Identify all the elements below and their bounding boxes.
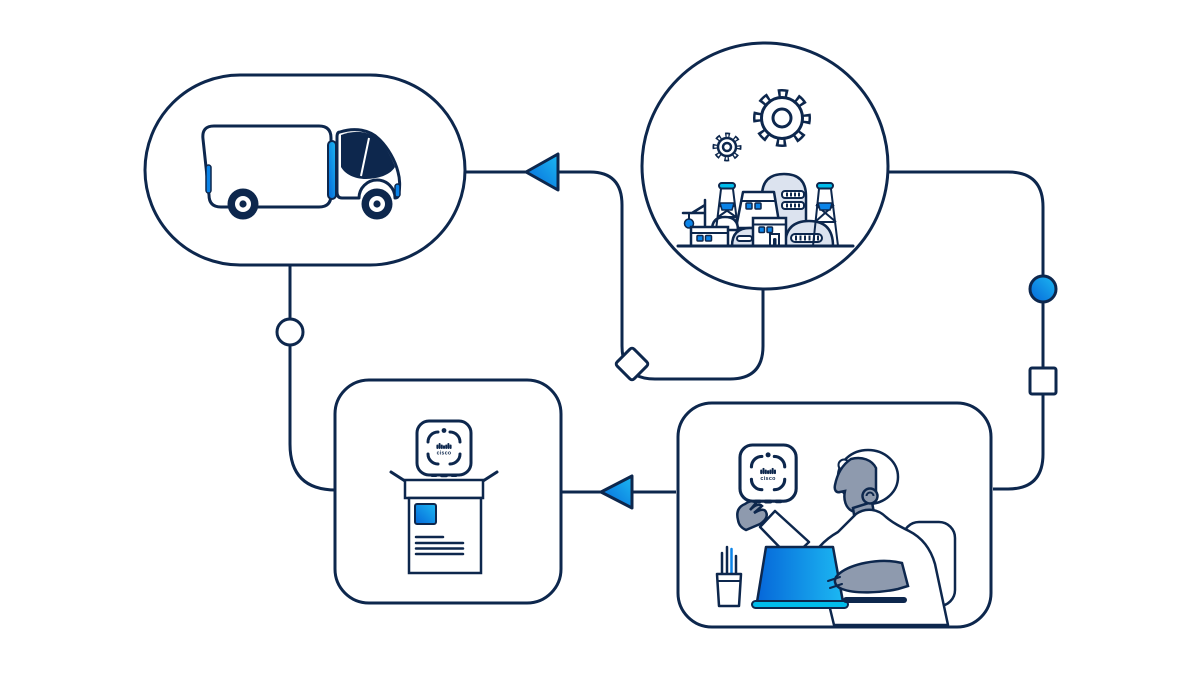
open-box-icon bbox=[389, 470, 499, 575]
connector-customer-to-unboxing bbox=[562, 474, 676, 510]
box-lid bbox=[403, 478, 485, 500]
arrow-left-icon bbox=[599, 474, 634, 510]
factory-right-dome bbox=[783, 219, 835, 248]
connector-truck-to-unboxing bbox=[275, 265, 338, 492]
truck-windshield bbox=[341, 131, 395, 179]
delivery-truck-icon bbox=[201, 124, 402, 220]
keyboard-strip bbox=[843, 597, 907, 603]
laptop-base bbox=[751, 600, 849, 609]
box-flap-left bbox=[389, 470, 407, 483]
node-unboxing: cisco bbox=[333, 378, 563, 605]
truck-rear-accent bbox=[205, 164, 212, 194]
windshield-divider bbox=[360, 137, 370, 177]
box-flap-right bbox=[481, 470, 499, 483]
filled-circle-junction bbox=[1028, 274, 1058, 304]
factory-mid-building bbox=[751, 216, 788, 248]
factory-bubble bbox=[640, 41, 890, 291]
ear bbox=[861, 487, 879, 505]
dome-vents bbox=[781, 190, 805, 210]
diamond-junction bbox=[614, 346, 650, 382]
factory-left-building bbox=[689, 225, 730, 248]
box-label-text-lines bbox=[414, 535, 465, 556]
node-factory bbox=[640, 41, 890, 291]
typing-fingers bbox=[827, 576, 843, 589]
laptop-screen bbox=[755, 545, 845, 604]
ap-led-dot bbox=[765, 452, 771, 458]
truck-rear-wheel bbox=[227, 188, 259, 220]
open-circle-junction bbox=[275, 317, 305, 347]
raised-hand bbox=[736, 500, 768, 532]
cisco-bars bbox=[760, 467, 776, 475]
connector-factory-to-truck bbox=[466, 152, 765, 382]
node-truck bbox=[143, 73, 467, 267]
cisco-logo-text: cisco bbox=[437, 451, 452, 457]
box-blue-label bbox=[414, 503, 437, 525]
access-point-icon: cisco bbox=[415, 419, 473, 478]
ap-corner-marks bbox=[749, 454, 787, 492]
cisco-logo-text: cisco bbox=[760, 476, 776, 482]
truck-cargo-box bbox=[201, 124, 333, 209]
connector-line bbox=[888, 170, 1045, 491]
box-body bbox=[407, 496, 483, 575]
truck-cab-divider-accent bbox=[327, 140, 337, 200]
truck-front-accent bbox=[394, 183, 401, 198]
gear-large-icon bbox=[753, 89, 811, 147]
pen-cup-icon bbox=[715, 545, 743, 608]
factory-icon bbox=[676, 172, 855, 248]
ap-led-dot bbox=[441, 428, 447, 433]
ap-corner-marks bbox=[426, 430, 462, 466]
access-point-icon: cisco bbox=[738, 443, 798, 504]
arrow-left-icon bbox=[524, 152, 560, 192]
connector-factory-to-customer bbox=[888, 170, 1058, 491]
person-at-laptop-icon bbox=[715, 448, 957, 627]
truck-front-wheel bbox=[361, 188, 393, 220]
node-customer: cisco bbox=[676, 401, 993, 629]
connector-line bbox=[288, 265, 338, 492]
gear-small-icon bbox=[712, 132, 742, 162]
cisco-bars bbox=[436, 443, 452, 449]
square-junction bbox=[1028, 366, 1058, 396]
derrick-tower-right bbox=[812, 182, 839, 247]
derrick-tower-left bbox=[715, 182, 739, 231]
typing-arm bbox=[833, 559, 910, 594]
cup-body bbox=[715, 572, 743, 608]
